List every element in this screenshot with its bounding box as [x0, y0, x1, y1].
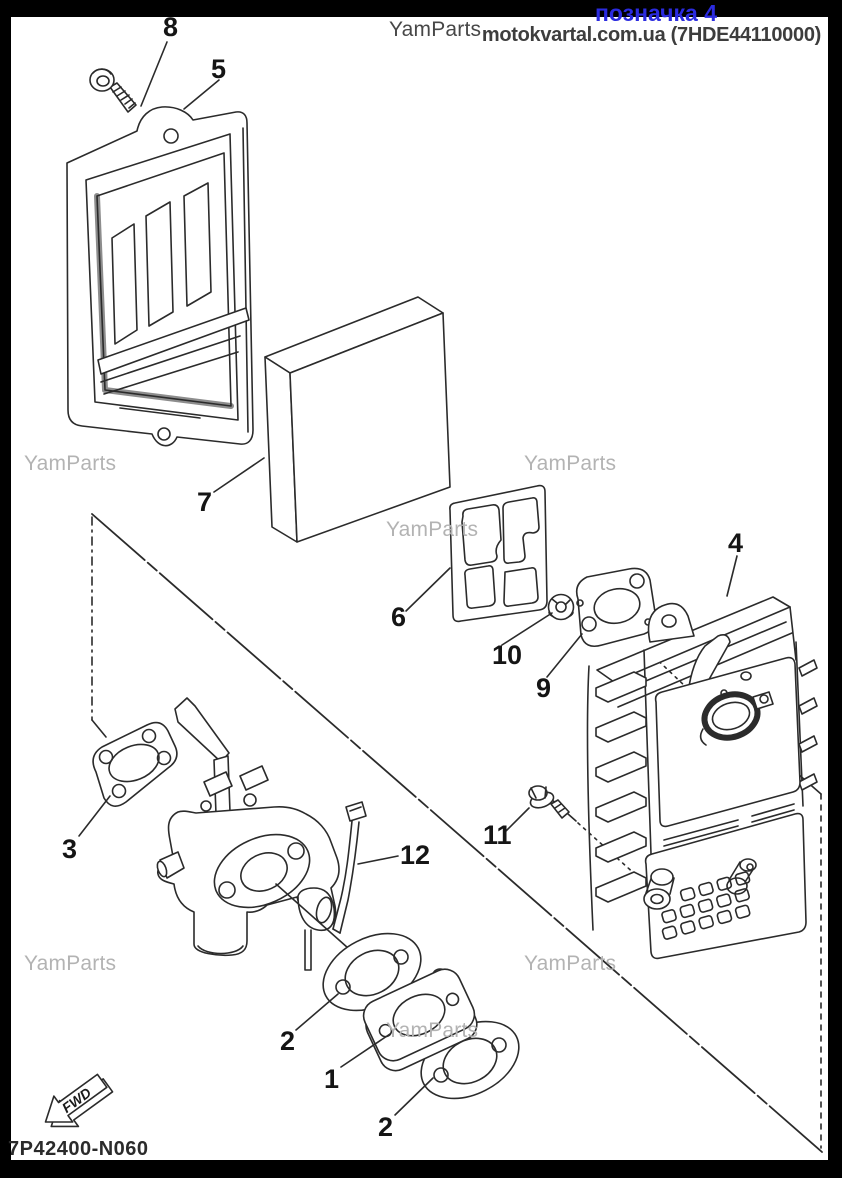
frame-border-bottom: [0, 1160, 842, 1178]
watermark: YamParts: [24, 452, 117, 475]
air-cleaner-cover-drawing: [66, 106, 254, 447]
carburetor-drawing: [156, 697, 349, 971]
part-callout-4: 4: [728, 528, 744, 558]
watermark: YamParts: [524, 952, 617, 975]
watermark: YamParts: [389, 18, 482, 41]
watermark: YamParts: [524, 452, 617, 475]
callout-leader-lines: [78, 41, 738, 1116]
watermark: YamParts: [24, 952, 117, 975]
frame-border-top: [0, 0, 842, 17]
bolt-11-drawing: [528, 785, 570, 819]
diagram-code-label: 7P42400-N060: [8, 1138, 149, 1160]
watermark: YamParts: [386, 1019, 479, 1042]
gasket-3-drawing: [92, 721, 178, 807]
site-watermark-label: motokvartal.com.ua (7HDE44110000): [481, 24, 821, 46]
gasket-9-drawing: [575, 567, 657, 648]
screw-8-drawing: [89, 68, 137, 113]
part-callout-3: 3: [62, 834, 78, 864]
fwd-arrow: FWD: [44, 1073, 114, 1128]
part-callout-2-lower: 2: [378, 1112, 394, 1142]
watermark: YamParts: [386, 518, 479, 541]
part-callout-2-upper: 2: [280, 1026, 296, 1056]
element-seal-drawing: [449, 484, 548, 623]
spacer-1-drawing: [362, 968, 478, 1072]
part-callout-11: 11: [483, 820, 512, 850]
part-callout-10: 10: [492, 640, 523, 670]
part-callout-12: 12: [400, 840, 431, 870]
frame-border-left: [0, 0, 11, 1178]
part-callout-6: 6: [391, 602, 407, 632]
part-callout-7: 7: [197, 487, 213, 517]
part-callout-9: 9: [536, 673, 552, 703]
part-callout-8: 8: [163, 12, 179, 42]
nut-10-drawing: [547, 593, 575, 621]
tube-12-drawing: [332, 801, 367, 934]
air-cleaner-case-drawing: [586, 596, 818, 960]
filter-element-drawing: [264, 296, 451, 543]
page-mark-label: позначка 4: [595, 0, 718, 26]
part-callout-5: 5: [211, 54, 227, 84]
frame-border-right: [828, 0, 842, 1178]
part-callout-1: 1: [324, 1064, 340, 1094]
